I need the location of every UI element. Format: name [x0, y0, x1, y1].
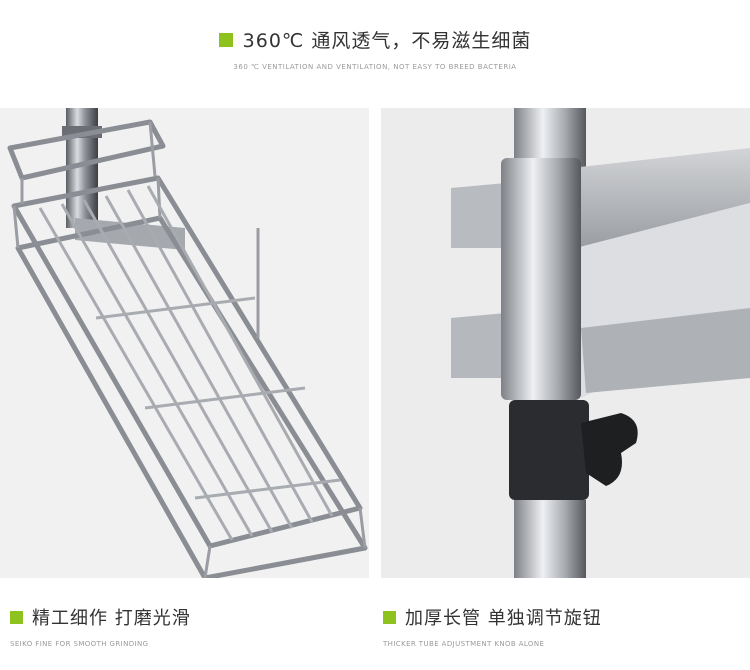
green-square-icon [218, 32, 233, 47]
wire-basket-illustration [7, 108, 368, 578]
caption-right-title: 加厚长管 单独调节旋钮 [405, 608, 602, 629]
caption-left-row: 精工细作 打磨光滑 [10, 604, 191, 630]
header-title-row: 360℃ 通风透气，不易滋生细菌 [218, 26, 532, 53]
pole-knob-illustration [451, 108, 750, 578]
green-square-icon [10, 610, 23, 624]
caption-right-row: 加厚长管 单独调节旋钮 [383, 604, 602, 630]
header: 360℃ 通风透气，不易滋生细菌 360 ℃ VENTILATION AND V… [0, 26, 750, 71]
page-title: 360℃ 通风透气，不易滋生细菌 [242, 30, 532, 52]
caption-left-title: 精工细作 打磨光滑 [32, 608, 191, 629]
basket-photo [0, 108, 369, 578]
caption-right-subtitle: THICKER TUBE ADJUSTMENT KNOB ALONE [383, 640, 545, 648]
caption-right: 加厚长管 单独调节旋钮 THICKER TUBE ADJUSTMENT KNOB… [383, 604, 602, 648]
pole-knob-photo [381, 108, 750, 578]
caption-left-subtitle: SEIKO FINE FOR SMOOTH GRINDING [10, 640, 149, 648]
page-subtitle: 360 ℃ VENTILATION AND VENTILATION, NOT E… [233, 63, 517, 71]
green-square-icon [383, 610, 396, 624]
caption-left: 精工细作 打磨光滑 SEIKO FINE FOR SMOOTH GRINDING [10, 604, 191, 648]
